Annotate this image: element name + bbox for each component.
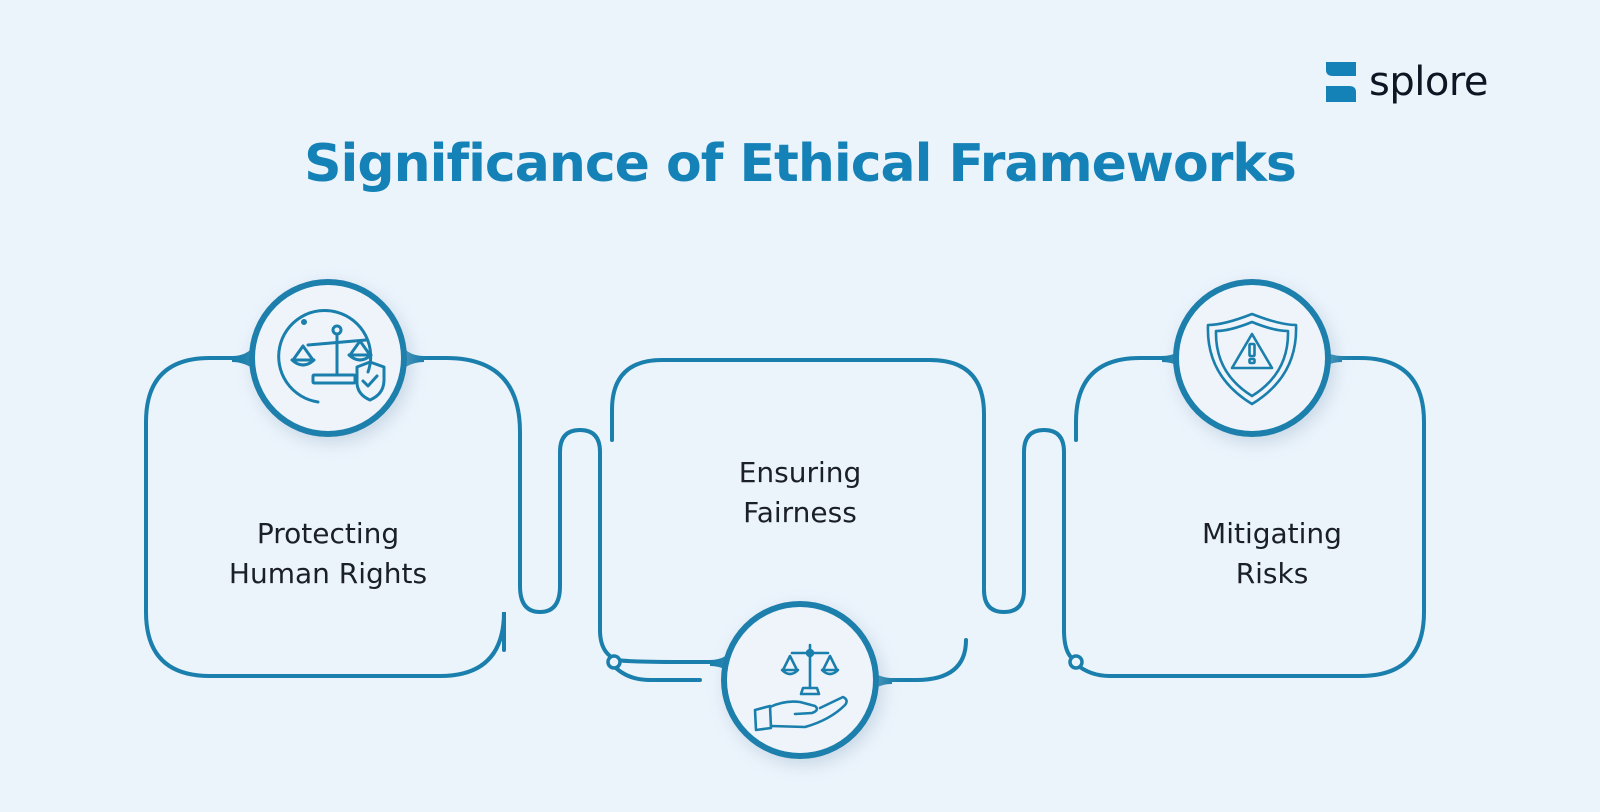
item-label-line2: Human Rights: [228, 557, 428, 590]
item-ensuring-fairness: Ensuring Fairness: [650, 453, 950, 533]
item-mitigating-risks: Mitigating Risks: [1122, 514, 1422, 594]
hand-holding-scales-icon: [753, 643, 848, 732]
brand-name: splore: [1369, 59, 1489, 105]
item-protecting-human-rights: Protecting Human Rights: [178, 514, 478, 594]
shield-warning-icon: [1206, 312, 1298, 406]
item-label-line1: Mitigating: [1202, 517, 1342, 550]
item-label-line2: Fairness: [743, 496, 857, 529]
page-title: Significance of Ethical Frameworks: [304, 134, 1297, 194]
item-label-line2: Risks: [1235, 557, 1309, 590]
splore-logo: splore: [1323, 59, 1489, 105]
scales-shield-check-icon: [277, 309, 386, 404]
item-label-line1: Protecting: [256, 517, 400, 550]
splore-logo-mark-icon: [1326, 62, 1356, 102]
item-label-line1: Ensuring: [738, 456, 862, 489]
